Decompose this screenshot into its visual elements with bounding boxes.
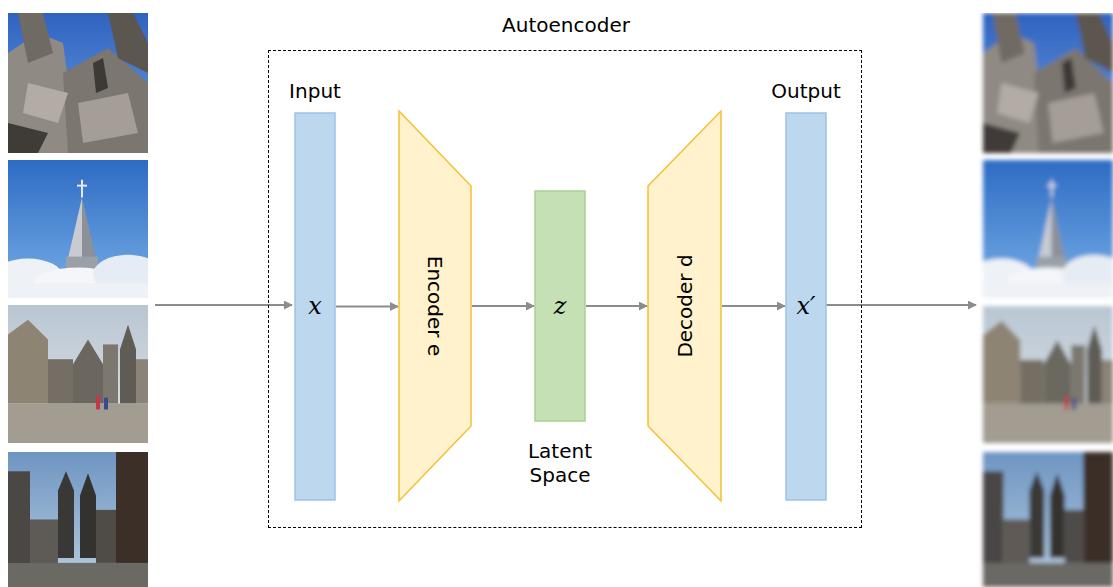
variable-symbol: x′ [797, 292, 816, 321]
autoencoder-frame: AutoencoderInputxEncoder ezLatent SpaceD… [268, 50, 862, 528]
frame-title: Autoencoder [502, 13, 630, 37]
output-vector: Outputx′ [786, 113, 826, 500]
block-caption: Latent Space [510, 439, 610, 487]
latent-vector: zLatent Space [535, 191, 585, 421]
flow-arrow [586, 305, 647, 307]
block-label: Decoder d [673, 254, 697, 357]
block-label: Encoder e [423, 256, 447, 356]
input-vector: Inputx [295, 113, 335, 500]
flow-arrow [722, 305, 785, 307]
flow-arrow [472, 305, 534, 307]
block-caption: Output [771, 79, 840, 103]
decoder-trapezoid: Decoder d [648, 111, 721, 501]
output-photos [969, 13, 1113, 587]
output-arrow [826, 304, 976, 306]
variable-symbol: x [308, 292, 322, 321]
input-photos [0, 13, 163, 587]
input-arrow [155, 304, 292, 306]
block-caption: Input [289, 79, 341, 103]
encoder-trapezoid: Encoder e [399, 111, 471, 501]
variable-symbol: z [554, 292, 567, 321]
flow-arrow [336, 306, 398, 308]
